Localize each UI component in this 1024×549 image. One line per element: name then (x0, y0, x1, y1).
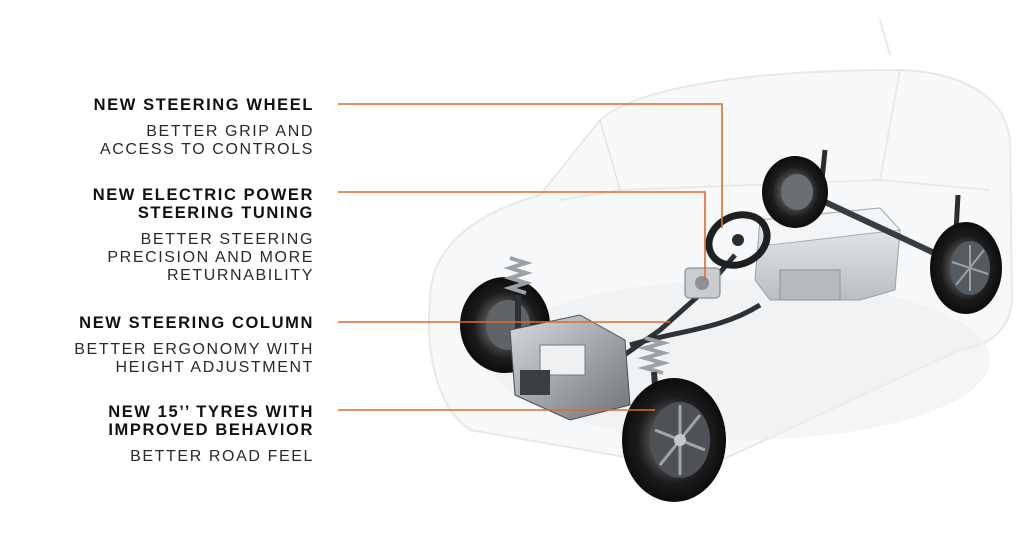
engine-block (509, 314, 631, 421)
steering-wheel (705, 211, 771, 269)
feature-description: BETTER STEERING PRECISION AND MORE RETUR… (107, 231, 314, 284)
feature-description: BETTER ERGONOMY WITH HEIGHT ADJUSTMENT (74, 341, 314, 376)
callout-lines (338, 103, 723, 411)
wheel-front-right (622, 378, 726, 502)
wheel-rear-right (930, 222, 1002, 314)
callout-line-eps (338, 191, 706, 280)
feature-description: BETTER ROAD FEEL (130, 448, 314, 465)
feature-steering-wheel: NEW STEERING WHEEL BETTER GRIP AND ACCES… (14, 96, 314, 159)
callout-line-steering-wheel (338, 103, 723, 228)
front-left-spring (503, 256, 533, 330)
feature-title: NEW ELECTRIC POWER STEERING TUNING (92, 186, 314, 222)
feature-eps-tuning: NEW ELECTRIC POWER STEERING TUNING BETTE… (14, 186, 314, 285)
feature-tyres: NEW 15’’ TYRES WITH IMPROVED BEHAVIOR BE… (14, 403, 314, 466)
eps-unit (684, 267, 721, 299)
feature-title: NEW STEERING WHEEL (93, 96, 314, 114)
feature-title: NEW 15’’ TYRES WITH IMPROVED BEHAVIOR (108, 403, 314, 439)
feature-description: BETTER GRIP AND ACCESS TO CONTROLS (99, 123, 314, 158)
feature-title: NEW STEERING COLUMN (79, 314, 314, 332)
feature-steering-column: NEW STEERING COLUMN BETTER ERGONOMY WITH… (14, 314, 314, 377)
wheel-rear-left (762, 156, 828, 228)
